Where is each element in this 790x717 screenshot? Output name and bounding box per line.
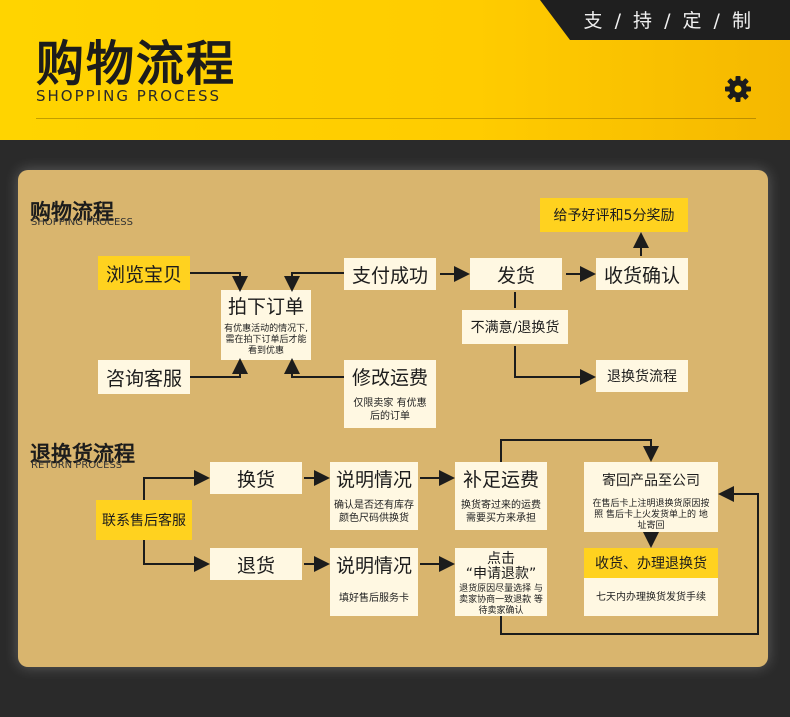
receive-node: 收货、办理退换货 <box>584 548 718 578</box>
explain-node-1: 说明情况 <box>330 462 418 494</box>
contact-node: 联系售后客服 <box>96 500 192 540</box>
pay-success-node: 支付成功 <box>344 258 436 290</box>
shipping-fee-node: 补足运费 <box>455 462 547 494</box>
apply-refund-note: 退货原因尽量选择 与卖家协商一致退款 等待卖家确认 <box>459 584 543 616</box>
explain-note-1: 确认是否还有库存 颜色尺码供换货 <box>330 494 418 530</box>
send-back-node: 寄回产品至公司 <box>584 462 718 498</box>
order-note: 有优惠活动的情况下,需在拍下订单后才能看到优惠 <box>221 320 311 360</box>
explain-note-2: 填好售后服务卡 <box>330 580 418 616</box>
send-back-note: 在售后卡上注明退换货原因按照 售后卡上火发货单上的 地址寄回 <box>584 498 718 532</box>
gear-icon <box>725 76 751 102</box>
modify-fee-node: 修改运费 <box>344 360 436 392</box>
apply-refund-label: “申请退款” <box>465 566 537 582</box>
shopping-title: 购物流程 <box>30 200 114 224</box>
order-node: 拍下订单 <box>221 290 311 320</box>
shipping-fee-note: 换货寄过来的运费 需要买方来承担 <box>455 494 547 530</box>
return-flow-node: 退换货流程 <box>596 360 688 392</box>
review-node: 给予好评和5分奖励 <box>540 198 688 232</box>
modify-fee-note: 仅限卖家 有优惠后的订单 <box>344 392 436 428</box>
receive-note: 七天内办理换货发货手续 <box>584 578 718 616</box>
page-title: 购物流程 <box>36 36 237 92</box>
refund-node: 退货 <box>210 548 302 580</box>
unsatisfied-node: 不满意/退换货 <box>462 310 568 344</box>
returns-title: 退换货流程 <box>30 442 135 466</box>
apply-refund-node: 点击 “申请退款” 退货原因尽量选择 与卖家协商一致退款 等待卖家确认 <box>455 548 547 616</box>
ship-node: 发货 <box>470 258 562 290</box>
header-divider <box>36 118 756 119</box>
shopping-subtitle: SHOPPING PROCESS <box>31 217 134 228</box>
consult-node: 咨询客服 <box>98 360 190 394</box>
tagline-band <box>540 0 790 40</box>
explain-node-2: 说明情况 <box>330 548 418 580</box>
confirm-node: 收货确认 <box>596 258 688 290</box>
tagline: 支 / 持 / 定 / 制 <box>583 10 754 32</box>
returns-subtitle: RETURN PROCESS <box>31 460 123 471</box>
click-label: 点击 <box>487 551 515 567</box>
page-subtitle: SHOPPING PROCESS <box>36 87 222 105</box>
browse-node: 浏览宝贝 <box>98 256 190 290</box>
exchange-node: 换货 <box>210 462 302 494</box>
